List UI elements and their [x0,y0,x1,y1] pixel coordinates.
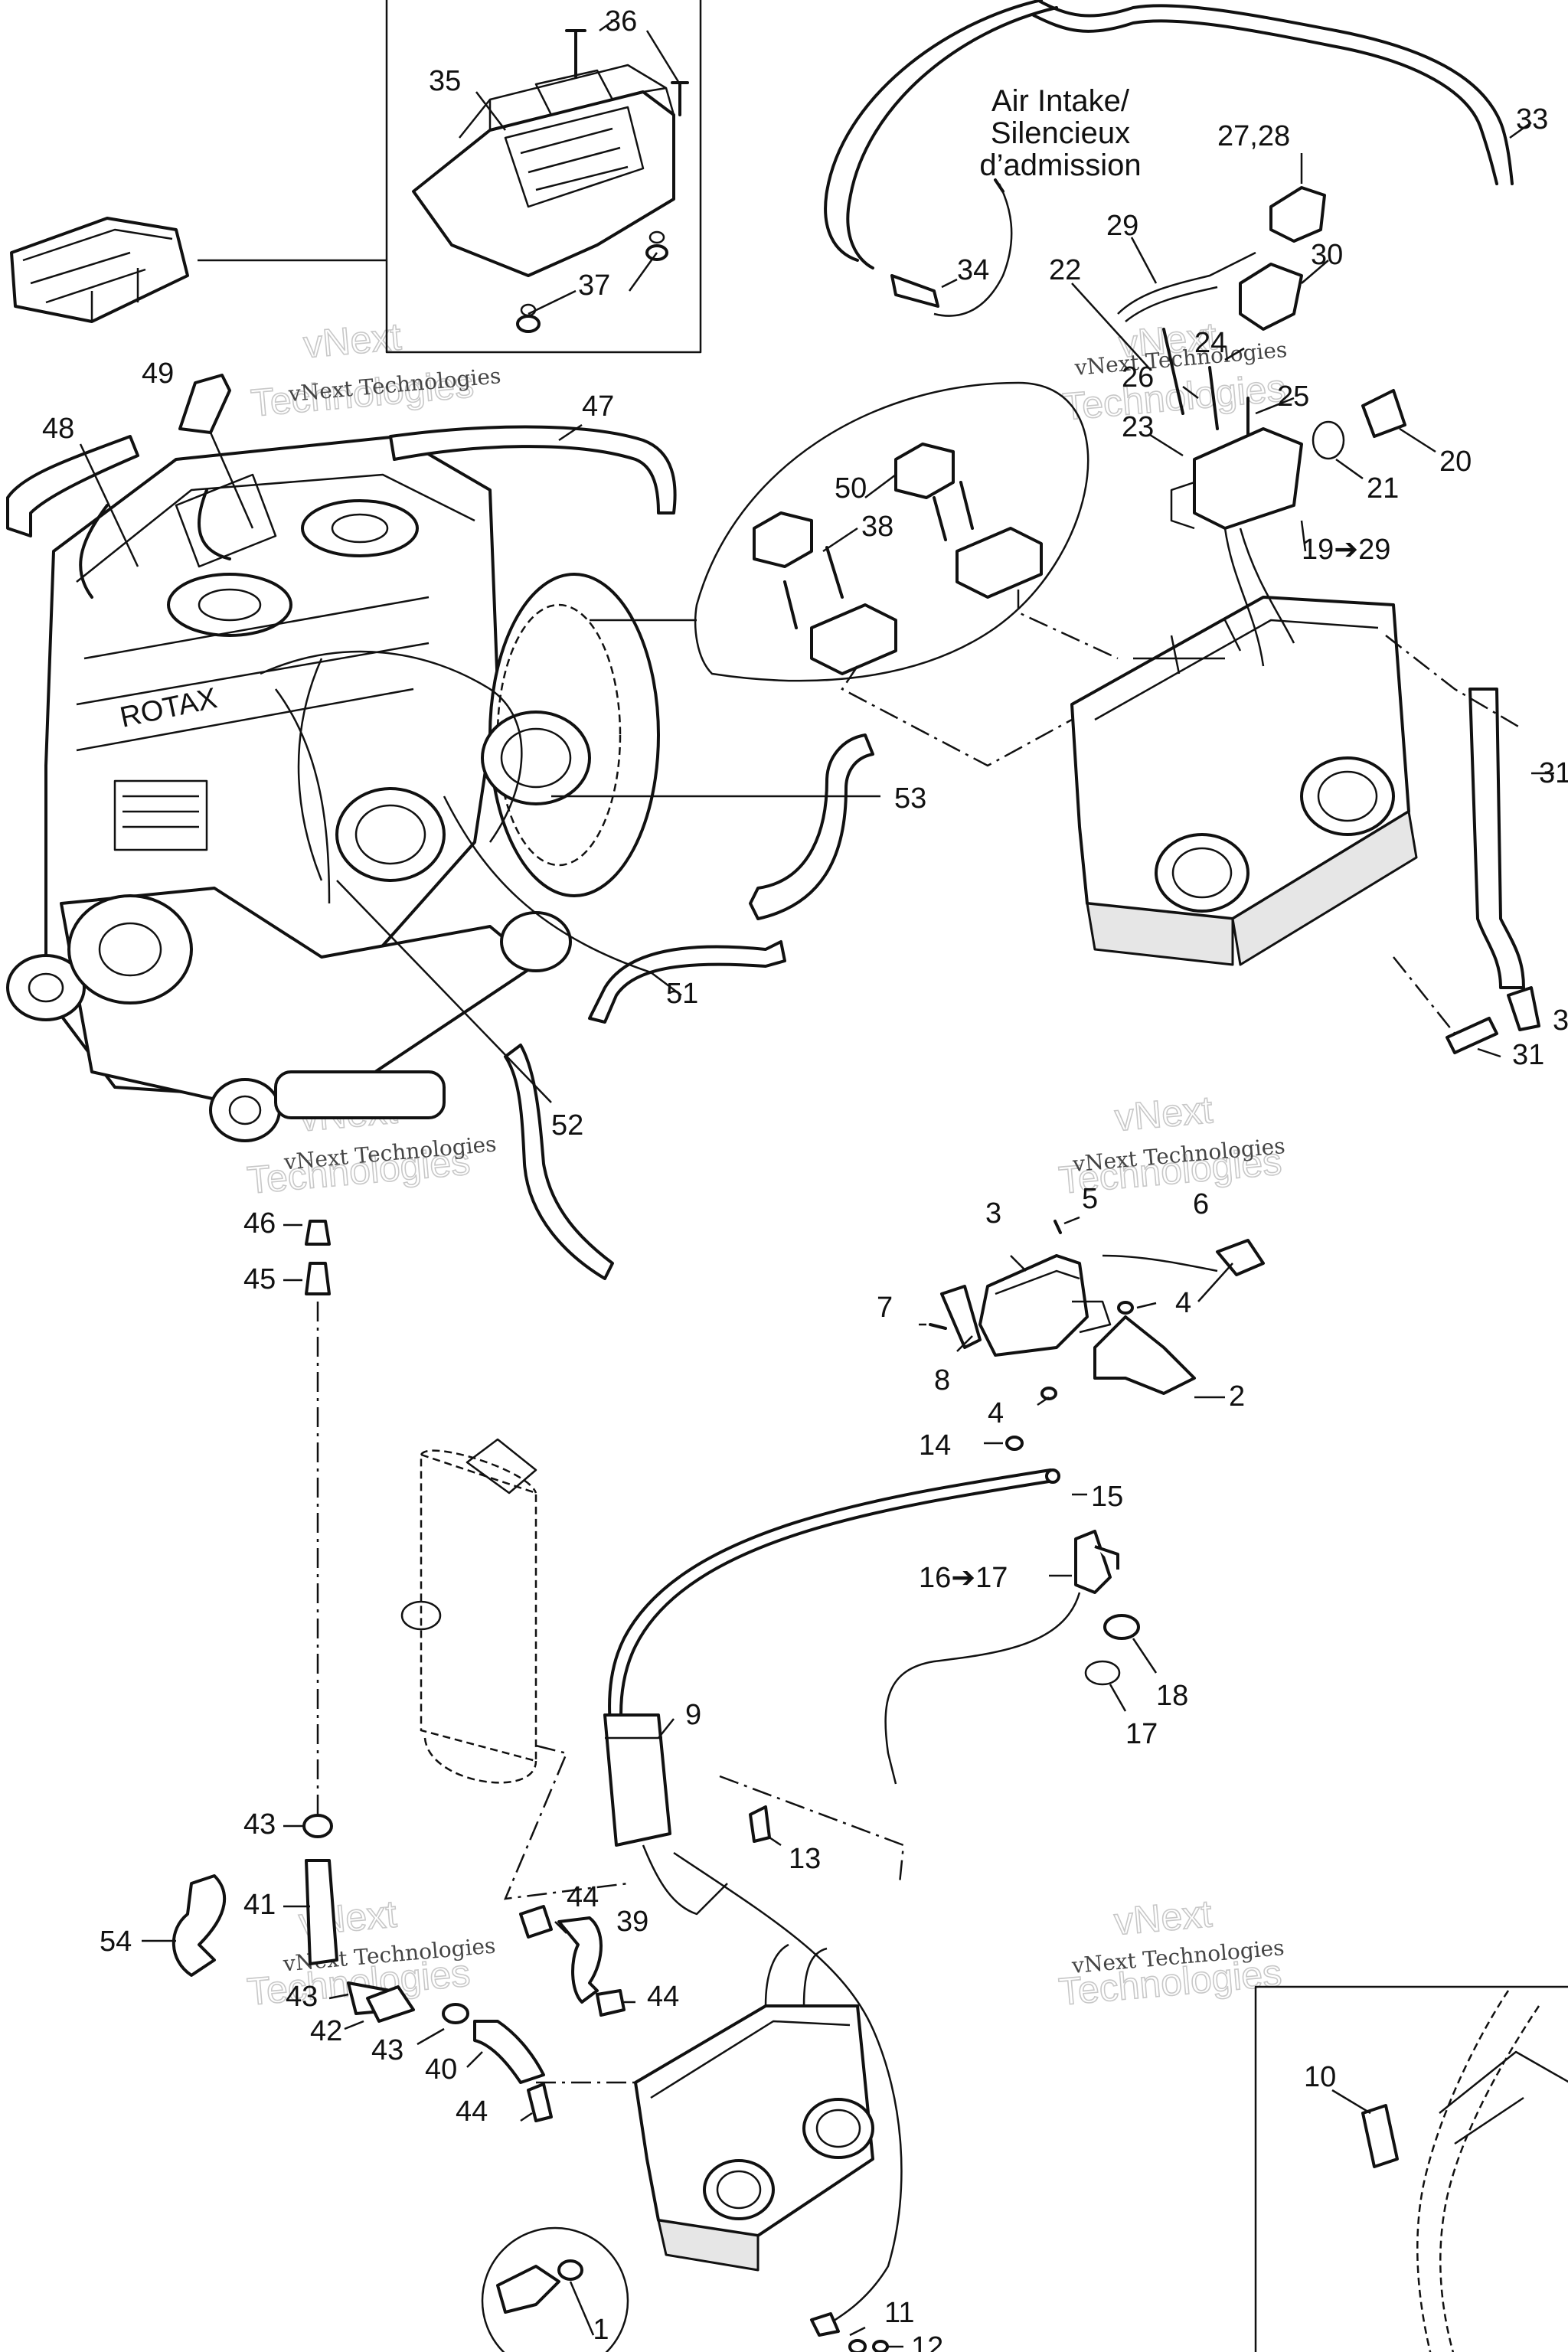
hose-34 [824,0,1058,317]
callout-33: 33 [1516,103,1548,136]
hose-49 [178,374,254,529]
sensor-group-19-30 [1071,153,1436,667]
callout-10: 10 [1304,2061,1336,2093]
throttle-body-lower [536,1943,874,2272]
callout-8: 8 [934,1364,950,1396]
callout-43-low: 43 [371,2034,403,2066]
callout-45: 45 [243,1263,276,1295]
fitting-45-46 [283,1220,331,1295]
inset-10 [1254,1985,1568,2352]
callout-9: 9 [685,1699,701,1731]
callout-21: 21 [1367,472,1399,505]
sensor-balloon [590,381,1119,767]
hoses-lower-left [142,1814,635,2122]
callout-5: 5 [1082,1183,1098,1215]
watermarks: vNext Technologies vNext Technologies vN… [245,314,1289,2014]
callout-6: 6 [1193,1188,1209,1220]
ecu-module [412,90,675,277]
ecu-harness-connector [10,217,189,323]
callout-2: 2 [1229,1380,1245,1413]
callout-46: 46 [243,1207,276,1240]
engine-assembly: ROTAX [6,435,660,1142]
callout-17: 17 [1125,1718,1158,1750]
callout-43-top: 43 [243,1808,276,1841]
callout-38: 38 [861,511,893,543]
hose-33 [1032,0,1532,185]
callout-40: 40 [425,2053,457,2086]
callout-44-low: 44 [456,2096,488,2128]
callout-31-right: 31 [1539,757,1568,789]
callout-44-mid: 44 [647,1981,679,2013]
callout-34: 34 [957,254,989,286]
callout-19-29: 19➔29 [1302,534,1390,566]
oil-pump-9 [603,1713,905,1916]
callout-39: 39 [616,1906,648,1938]
callout-44-top: 44 [567,1881,599,1913]
callout-27-28: 27,28 [1217,120,1290,152]
callout-23: 23 [1122,411,1154,443]
hose-53 [551,733,880,920]
throttle-cable [608,1468,1158,1785]
callout-24: 24 [1194,327,1227,359]
callout-32: 3 [1553,1004,1568,1037]
callout-49: 49 [142,358,174,390]
callout-42: 42 [310,2015,342,2047]
air-intake-note-line2: Silencieux [991,116,1130,150]
hose-52 [336,880,614,1280]
callout-29: 29 [1106,210,1138,242]
oil-reservoir [400,1438,629,1900]
callout-14: 14 [919,1429,951,1462]
air-intake-note-line3: d’admission [979,149,1141,182]
callout-12: 12 [911,2331,943,2352]
callout-41: 41 [243,1889,276,1921]
air-intake-note: Air Intake/ Silencieux d’admission [979,84,1141,182]
callout-22: 22 [1049,254,1081,286]
callout-37: 37 [578,270,610,302]
callout-47: 47 [582,390,614,423]
throttle-body-upper [1070,596,1418,966]
callout-51: 51 [666,978,698,1010]
callout-4-bottom: 4 [988,1397,1004,1429]
callout-15: 15 [1091,1481,1123,1513]
callout-53: 53 [894,782,926,815]
callout-30: 30 [1311,239,1343,271]
cable-lower [673,1851,903,2352]
inset-frame [385,0,702,354]
hose-31 [1385,635,1554,1058]
callout-4-top: 4 [1175,1287,1191,1319]
callout-7: 7 [877,1292,893,1324]
callout-18: 18 [1156,1680,1188,1712]
hose-47 [389,423,677,514]
callout-11: 11 [884,2297,914,2329]
callout-48: 48 [42,413,74,445]
callout-16-17: 16➔17 [919,1562,1008,1594]
hose-48 [6,435,139,567]
callout-20: 20 [1439,446,1472,478]
ecu-inset [10,0,702,354]
callout-50: 50 [835,472,867,505]
watermark-outline: vNext [1112,1892,1214,1943]
callout-43-mid: 43 [286,1981,318,2013]
callout-31-bottom: 31 [1512,1039,1544,1071]
callout-25: 25 [1277,381,1309,413]
callout-13: 13 [789,1843,821,1875]
watermark-outline: vNext [1113,1088,1214,1139]
callout-1: 1 [593,2314,609,2346]
callout-labels: 1 2 3 4 4 5 6 7 8 9 10 11 12 13 14 15 16… [42,5,1568,2352]
callout-54: 54 [100,1926,132,1958]
callout-35: 35 [429,65,461,97]
watermark-outline: vNext [302,315,403,366]
throttle-lever-assembly [919,1216,1265,1451]
callout-26: 26 [1122,361,1154,394]
hose-51 [443,795,786,1024]
detail-circle-1 [481,2226,629,2352]
callout-3: 3 [985,1197,1001,1230]
air-intake-note-line1: Air Intake/ [991,84,1130,118]
callout-52: 52 [551,1109,583,1142]
callout-36: 36 [605,5,637,38]
